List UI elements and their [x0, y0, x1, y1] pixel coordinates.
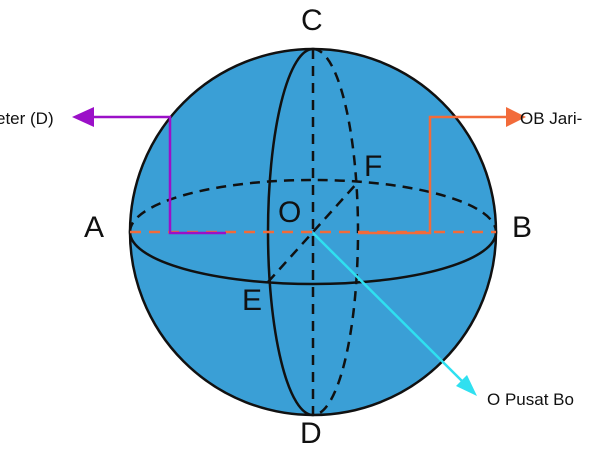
meridian-back — [312, 47, 360, 417]
diameter-arrowhead — [72, 107, 94, 127]
equator-back — [128, 178, 498, 233]
center-arrowhead — [456, 375, 477, 396]
diameter-callout-label: eter (D) — [0, 109, 54, 128]
radius-callout-label: OB Jari- — [520, 109, 582, 128]
point-label-d: D — [300, 417, 322, 450]
axis-ef — [267, 181, 359, 283]
point-label-e: E — [242, 284, 262, 317]
center-callout-label: O Pusat Bo — [487, 390, 574, 409]
point-label-a: A — [84, 211, 104, 244]
point-label-c: C — [301, 4, 323, 37]
equator-front — [128, 231, 498, 286]
point-label-b: B — [512, 211, 532, 244]
diameter-callout-line — [92, 115, 226, 235]
point-label-f: F — [364, 150, 382, 183]
radius-arrowhead — [506, 107, 526, 127]
point-label-o: O — [278, 196, 301, 229]
center-callout-line — [312, 232, 464, 383]
radius-callout-line — [358, 115, 508, 235]
